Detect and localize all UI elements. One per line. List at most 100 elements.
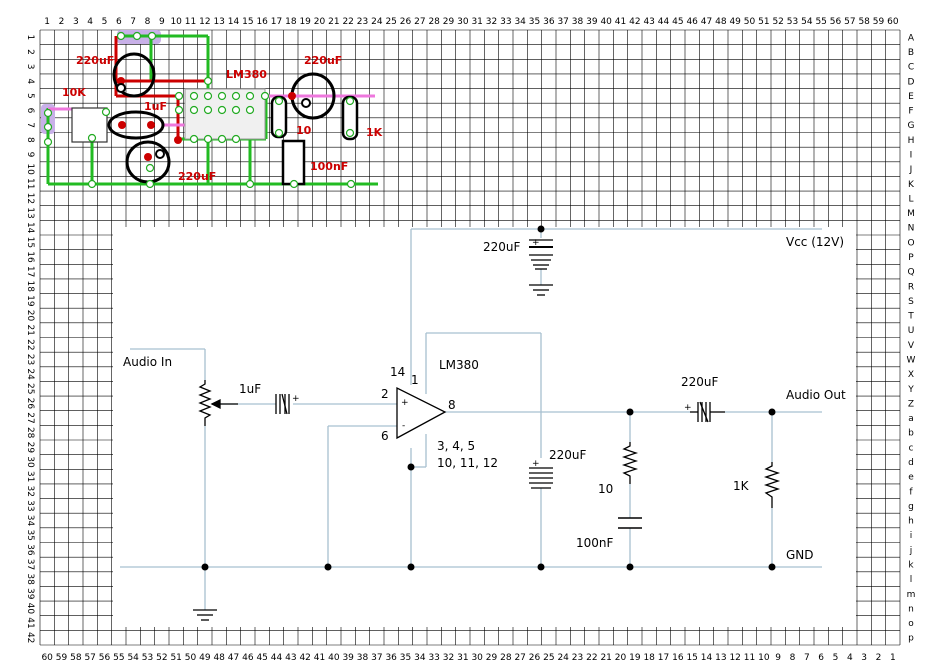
pad (231, 91, 241, 101)
grid-top-number: 46 (686, 17, 698, 27)
grid-bottom-number: 35 (400, 653, 411, 663)
grid-left-number: 30 (25, 456, 35, 468)
grid-top-number: 16 (256, 17, 268, 27)
grid-bottom-number: 54 (127, 653, 139, 663)
ground-symbol (529, 284, 553, 296)
grid-top-number: 5 (102, 17, 108, 27)
label-zobel-c: 100nF (576, 536, 614, 550)
lead-black (155, 149, 165, 159)
grid-bottom-number: 22 (586, 653, 597, 663)
lead-black (116, 83, 126, 93)
grid-bottom-number: 4 (847, 653, 853, 663)
grid-top-number: 57 (844, 17, 855, 27)
grid-top-number: 40 (600, 17, 612, 27)
grid-right-letter: O (907, 238, 914, 248)
grid-left-number: 20 (25, 310, 35, 322)
grid-top-number: 56 (830, 17, 842, 27)
pad (145, 163, 155, 173)
grid-bottom-number: 23 (572, 653, 583, 663)
grid-top-number: 25 (385, 17, 396, 27)
node (324, 563, 332, 571)
grid-right-letter: f (909, 487, 913, 497)
grid-top-number: 44 (658, 17, 670, 27)
plus-sign: + (292, 394, 300, 404)
label-load-r: 1K (733, 479, 750, 493)
label-vcc: Vcc (12V) (786, 235, 844, 249)
grid-left-number: 18 (25, 281, 35, 293)
grid-left-number: 19 (25, 295, 35, 307)
grid-top-number: 22 (342, 17, 353, 27)
grid-bottom-number: 26 (529, 653, 541, 663)
lead-red (147, 121, 155, 129)
grid-top-number: 14 (228, 17, 240, 27)
input-capacitor (275, 393, 290, 415)
grid-left-number: 21 (25, 324, 35, 335)
pad (274, 128, 284, 138)
pad (174, 105, 184, 115)
grid-bottom-number: 59 (56, 653, 68, 663)
grid-right-letter: N (908, 224, 915, 234)
grid-bottom-number: 48 (213, 653, 225, 663)
label-pin14: 14 (390, 365, 405, 379)
grid-left-number: 27 (25, 412, 35, 423)
grid-bottom-number: 19 (629, 653, 641, 663)
grid-top-number: 36 (543, 17, 555, 27)
grid-right-letter: k (908, 560, 914, 570)
grid-bottom-number: 2 (876, 653, 882, 663)
grid-right-letter: h (908, 517, 914, 527)
pad (289, 179, 299, 189)
grid-right-letter: S (908, 297, 914, 307)
pad (43, 122, 53, 132)
grid-top-number: 3 (73, 17, 79, 27)
grid-bottom-number: 11 (744, 653, 755, 663)
grid-bottom-number: 5 (833, 653, 839, 663)
grid-left-number: 38 (25, 573, 35, 585)
sb-label-10k: 10K (62, 86, 86, 99)
grid-top-number: 7 (130, 17, 136, 27)
grid-top-number: 29 (443, 17, 455, 27)
grid-top-number: 54 (801, 17, 813, 27)
grid-left-number: 33 (25, 500, 35, 511)
sb-label-220uf-top-left: 220uF (76, 54, 114, 67)
sb-label-1k: 1K (366, 126, 383, 139)
pad (43, 137, 53, 147)
pad (231, 134, 241, 144)
grid-top-number: 55 (815, 17, 826, 27)
grid-bottom-number: 52 (156, 653, 167, 663)
grid-bottom-number: 27 (514, 653, 525, 663)
grid-top-number: 35 (529, 17, 540, 27)
load-resistor (763, 462, 781, 508)
grid-right-letter: i (910, 531, 913, 541)
grid-left-number: 35 (25, 529, 35, 540)
pad (43, 108, 53, 118)
grid-left-number: 15 (25, 237, 35, 248)
label-ic-name: LM380 (439, 358, 479, 372)
grid-right-letter: C (908, 63, 914, 73)
grid-bottom-number: 46 (242, 653, 254, 663)
grid-right-letter: c (909, 443, 914, 453)
grid-left-number: 36 (25, 544, 35, 556)
grid-right-letter: F (908, 107, 913, 117)
grid-left-number: 28 (25, 427, 35, 439)
grid-bottom-number: 1 (890, 653, 896, 663)
grid-right-letter: M (907, 209, 915, 219)
grid-right-letter: l (910, 575, 913, 585)
sb-label-lm380: LM380 (226, 68, 267, 81)
grid-top-number: 39 (586, 17, 598, 27)
grid-bottom-number: 6 (818, 653, 824, 663)
pad (116, 31, 126, 41)
lead-red (118, 121, 126, 129)
grid-left-number: 10 (25, 163, 35, 175)
node (407, 463, 415, 471)
minus-sign: - (402, 421, 405, 431)
lead-red (117, 77, 125, 85)
pad (189, 134, 199, 144)
grid-bottom-number: 8 (790, 653, 796, 663)
lead-red (288, 92, 296, 100)
grid-top-number: 48 (715, 17, 727, 27)
grid-top-number: 51 (758, 17, 769, 27)
pad (217, 91, 227, 101)
grid-left-number: 22 (25, 339, 35, 350)
cap-1uf (107, 110, 165, 140)
